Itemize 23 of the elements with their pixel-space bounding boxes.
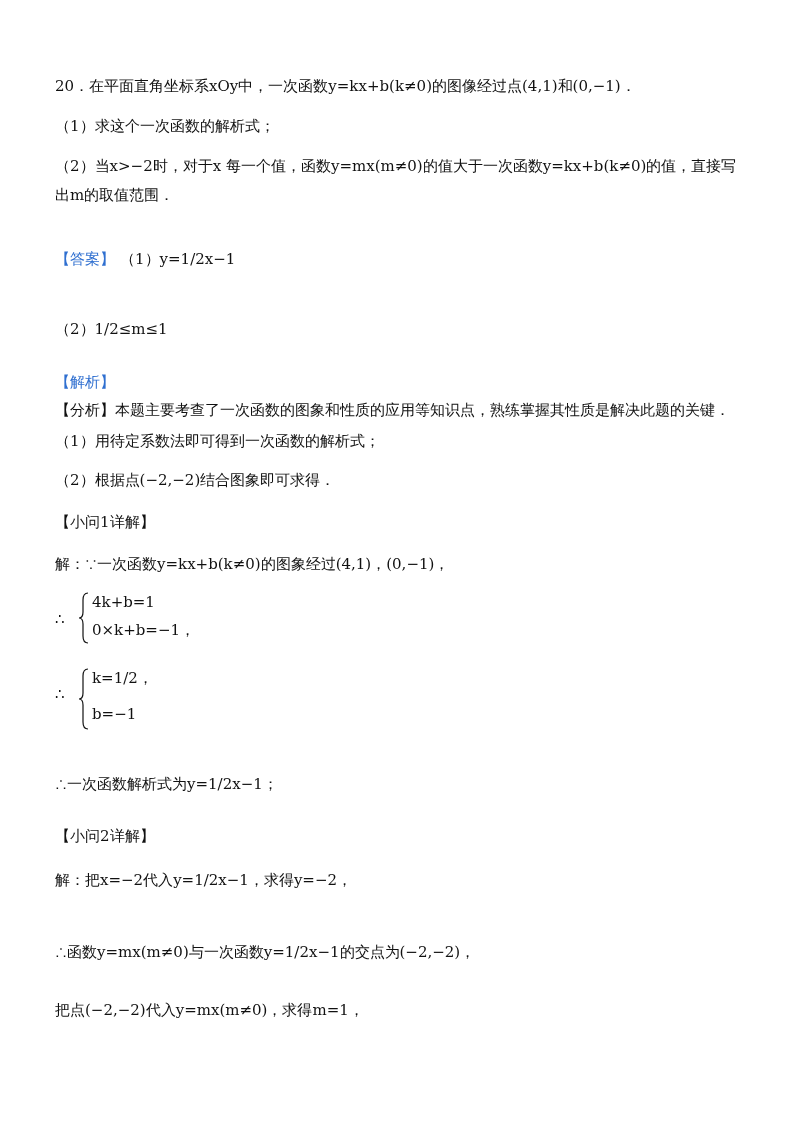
question-text: （2）当x>−2时，对于x 每一个值，函数y=mx(m≠0)的值大于一次函数y=kx+b(k≠0)的值，直接写出m的取值范围． (55, 156, 738, 206)
section-heading: 【小问1详解】 (55, 512, 155, 533)
analysis-text: （1）用待定系数法即可得到一次函数的解析式； (55, 431, 380, 452)
equation-text: 0×k+b=−1， (92, 620, 196, 641)
answer-heading: 【答案】 (55, 249, 115, 270)
solution-heading: 【解析】 (55, 372, 115, 393)
therefore-sign: ∴ (55, 684, 65, 705)
equation-text: b=−1 (92, 704, 137, 725)
solution-text: 把点(−2,−2)代入y=mx(m≠0)，求得m=1， (55, 1000, 364, 1021)
answer-text: （1）y=1/2x−1 (120, 249, 236, 270)
question-text: （1）求这个一次函数的解析式； (55, 116, 275, 137)
equation-text: 4k+b=1 (92, 592, 155, 613)
section-heading: 【小问2详解】 (55, 826, 155, 847)
therefore-sign: ∴ (55, 609, 65, 630)
solution-text: 解：∵一次函数y=kx+b(k≠0)的图象经过(4,1)，(0,−1)， (55, 554, 450, 575)
analysis-text: 【分析】本题主要考查了一次函数的图象和性质的应用等知识点，熟练掌握其性质是解决此题的关键． (55, 400, 730, 421)
analysis-text: （2）根据点(−2,−2)结合图象即可求得． (55, 470, 336, 491)
solution-text: 解：把x=−2代入y=1/2x−1，求得y=−2， (55, 870, 353, 891)
solution-text: ∴函数y=mx(m≠0)与一次函数y=1/2x−1的交点为(−2,−2)， (55, 942, 476, 963)
equation-text: k=1/2， (92, 668, 153, 689)
solution-text: ∴一次函数解析式为y=1/2x−1； (55, 774, 278, 795)
problem-text: 20．在平面直角坐标系xOy中，一次函数y=kx+b(k≠0)的图像经过点(4,1)和(0,−1)． (55, 76, 636, 97)
answer-text: （2）1/2≤m≤1 (55, 319, 168, 340)
